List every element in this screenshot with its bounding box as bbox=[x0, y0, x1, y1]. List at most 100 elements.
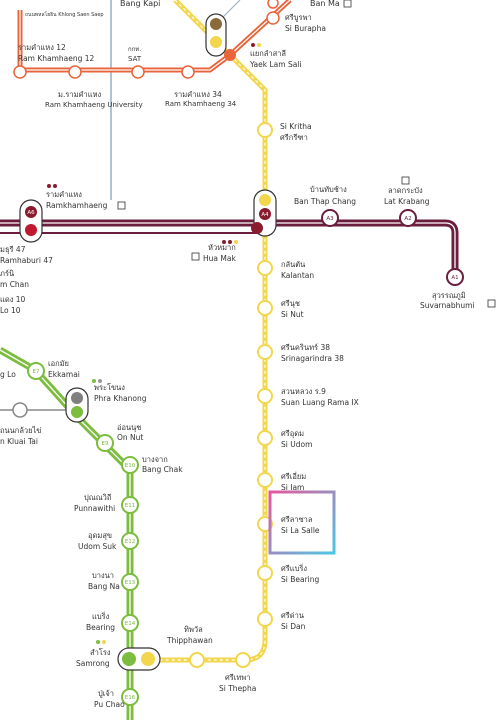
station-si-udom[interactable]: ศรีอุดม Si Udom bbox=[257, 429, 312, 449]
left-label-4: m Chan bbox=[0, 280, 29, 289]
hua-mak-dot-3 bbox=[234, 240, 238, 244]
left-label-8: ถนนกล้วยไข่ bbox=[0, 426, 41, 435]
station-si-nut[interactable]: ศรีนุช Si Nut bbox=[257, 299, 304, 319]
svg-text:E16: E16 bbox=[125, 695, 136, 701]
orange-line-top-inner bbox=[229, 0, 291, 56]
svg-text:Ramkhamhaeng: Ramkhamhaeng bbox=[46, 201, 108, 210]
left-label-1: มธุรี 47 bbox=[0, 245, 26, 254]
svg-text:บางจาก: บางจาก bbox=[142, 455, 168, 464]
station-udom-suk[interactable]: E12 อุดมสุข Udom Suk bbox=[78, 531, 139, 551]
svg-text:A2: A2 bbox=[404, 216, 411, 222]
station-ram-khamhaeng-university[interactable]: ม.รามคำแหง Ram Khamhaeng University bbox=[45, 65, 143, 109]
hua-mak-icon bbox=[191, 252, 200, 261]
station-bang-na[interactable]: E13 บางนา Bang Na bbox=[88, 571, 139, 591]
top-left-caption: ถนนพหลโยธิน Khlong Saen Saep bbox=[25, 11, 104, 18]
svg-text:อุดมสุข: อุดมสุข bbox=[88, 531, 112, 540]
yellow-line-inner bbox=[150, 0, 266, 661]
svg-text:Samrong: Samrong bbox=[76, 659, 110, 668]
station-bearing[interactable]: E14 แบริ่ง Bearing bbox=[86, 611, 139, 632]
station-kalantan[interactable]: กลันตัน Kalantan bbox=[257, 260, 314, 280]
svg-text:Kalantan: Kalantan bbox=[281, 271, 314, 280]
left-label-2: Ramhaburi 47 bbox=[0, 256, 53, 265]
station-orange-top[interactable] bbox=[267, 0, 279, 9]
svg-text:On Nut: On Nut bbox=[117, 433, 143, 442]
station-samrong[interactable]: สำโรง Samrong bbox=[76, 640, 161, 671]
svg-text:แบริ่ง: แบริ่ง bbox=[92, 611, 110, 621]
samrong-dot-2 bbox=[102, 640, 106, 644]
station-on-nut[interactable]: E9 อ่อนนุช On Nut bbox=[96, 423, 143, 452]
hua-mak-dot-1 bbox=[222, 240, 226, 244]
left-label-3: ภร์นิ bbox=[0, 269, 14, 278]
station-ekkamai[interactable]: E7 เอกมัย Ekkamai bbox=[27, 359, 80, 380]
svg-text:E11: E11 bbox=[125, 503, 135, 509]
station-pu-chao[interactable]: E16 ปู่เจ้า Pu Chao bbox=[94, 688, 139, 709]
left-label-6: Lo 10 bbox=[0, 306, 21, 315]
purple-line-inner bbox=[0, 222, 456, 275]
station-punnawithi[interactable]: E11 ปุณณวิถี Punnawithi bbox=[74, 493, 139, 514]
ban-ma-icon bbox=[343, 0, 352, 8]
station-thipphawan[interactable]: ทิพวัล Thipphawan bbox=[166, 625, 213, 668]
svg-text:ศรีเทพา: ศรีเทพา bbox=[225, 673, 250, 682]
svg-text:Ram Khamhaeng 34: Ram Khamhaeng 34 bbox=[165, 100, 237, 108]
svg-text:ศรีแบริ่ง: ศรีแบริ่ง bbox=[281, 563, 307, 573]
station-srinagarindra-38[interactable]: ศรีนครินทร์ 38 Srinagarindra 38 bbox=[257, 343, 344, 363]
station-lat-krabang[interactable]: A2 ลาดกระบัง Lat Krabang bbox=[384, 176, 430, 227]
si-burapha-en: Si Burapha bbox=[285, 24, 326, 33]
svg-text:Bang Na: Bang Na bbox=[88, 582, 120, 591]
svg-text:Si Nut: Si Nut bbox=[281, 310, 304, 319]
svg-text:รามคำแหง 34: รามคำแหง 34 bbox=[174, 90, 222, 99]
highlight-box bbox=[268, 490, 336, 555]
svg-text:Phra Khanong: Phra Khanong bbox=[94, 394, 147, 403]
station-suvarnabhumi[interactable]: A1 สุวรรณภูมิ Suvarnabhumi bbox=[420, 268, 496, 310]
station-si-thepha[interactable]: ศรีเทพา Si Thepha bbox=[219, 652, 256, 693]
svg-text:ทิพวัล: ทิพวัล bbox=[184, 625, 203, 634]
phra-khanong-dot-2 bbox=[98, 379, 102, 383]
station-si-kritha[interactable]: Si Kritha ศรีกรีฑา bbox=[257, 122, 312, 142]
yellow-line bbox=[150, 0, 268, 663]
station-kluai-tai[interactable] bbox=[12, 402, 28, 418]
svg-text:Ekkamai: Ekkamai bbox=[48, 370, 80, 379]
svg-text:รามคำแหง: รามคำแหง bbox=[46, 190, 82, 199]
phra-khanong-dot-1 bbox=[92, 379, 96, 383]
svg-text:ศรีด่าน: ศรีด่าน bbox=[281, 611, 304, 620]
station-hua-mak[interactable]: A4 หัวหมาก Hua Mak bbox=[191, 189, 277, 263]
svg-text:Yaek Lam Sali: Yaek Lam Sali bbox=[249, 60, 301, 69]
svg-text:Srinagarindra 38: Srinagarindra 38 bbox=[281, 354, 344, 363]
svg-text:A6: A6 bbox=[27, 210, 35, 216]
station-si-dan[interactable]: ศรีด่าน Si Dan bbox=[257, 611, 306, 631]
svg-text:Si Thepha: Si Thepha bbox=[219, 684, 256, 693]
svg-text:ศรีเอี่ยม: ศรีเอี่ยม bbox=[281, 471, 306, 481]
station-si-iam[interactable]: ศรีเอี่ยม Si Iam bbox=[257, 471, 306, 492]
svg-text:Bang Chak: Bang Chak bbox=[142, 465, 183, 474]
station-phra-khanong[interactable]: พระโขนง Phra Khanong bbox=[65, 379, 147, 423]
station-si-bearing[interactable]: ศรีแบริ่ง Si Bearing bbox=[257, 563, 320, 584]
svg-text:รามคำแหง 12: รามคำแหง 12 bbox=[18, 43, 66, 52]
svg-text:บ้านทับช้าง: บ้านทับช้าง bbox=[310, 185, 347, 194]
station-si-burapha[interactable] bbox=[266, 11, 280, 25]
station-sat[interactable]: กกท. SAT bbox=[128, 46, 145, 79]
ramkhamhaeng-dot-2 bbox=[53, 184, 57, 188]
svg-text:สำโรง: สำโรง bbox=[90, 648, 111, 657]
svg-text:ปู่เจ้า: ปู่เจ้า bbox=[98, 689, 114, 698]
svg-text:A4: A4 bbox=[261, 212, 269, 218]
svg-text:A3: A3 bbox=[326, 216, 334, 222]
station-ram-khamhaeng-12[interactable]: รามคำแหง 12 Ram Khamhaeng 12 bbox=[13, 43, 95, 79]
station-ram-khamhaeng-34[interactable]: รามคำแหง 34 Ram Khamhaeng 34 bbox=[165, 65, 237, 108]
svg-text:Ban Thap Chang: Ban Thap Chang bbox=[294, 197, 356, 206]
svg-text:E13: E13 bbox=[125, 580, 136, 586]
station-ban-thap-chang[interactable]: A3 บ้านทับช้าง Ban Thap Chang bbox=[294, 185, 356, 227]
station-yaek-lam-sali[interactable]: แยกลำสาลี Yaek Lam Sali bbox=[205, 13, 301, 69]
svg-text:E12: E12 bbox=[125, 539, 135, 545]
svg-text:Lat Krabang: Lat Krabang bbox=[384, 197, 430, 206]
station-suan-luang-rama-ix[interactable]: สวนหลวง ร.9 Suan Luang Rama IX bbox=[257, 387, 359, 407]
svg-text:E9: E9 bbox=[102, 441, 109, 447]
svg-text:Si La Salle: Si La Salle bbox=[281, 526, 320, 535]
svg-text:ศรีอุดม: ศรีอุดม bbox=[281, 429, 304, 438]
ban-ma-label: Ban Ma bbox=[310, 0, 340, 8]
svg-text:Si Udom: Si Udom bbox=[281, 440, 312, 449]
station-ramkhamhaeng[interactable]: A6 รามคำแหง Ramkhamhaeng bbox=[19, 184, 126, 243]
svg-text:เอกมัย: เอกมัย bbox=[48, 359, 69, 368]
station-bang-chak[interactable]: E10 บางจาก Bang Chak bbox=[121, 455, 183, 474]
yaek-lam-sali-dot-2 bbox=[257, 43, 261, 47]
svg-text:Hua Mak: Hua Mak bbox=[203, 254, 236, 263]
